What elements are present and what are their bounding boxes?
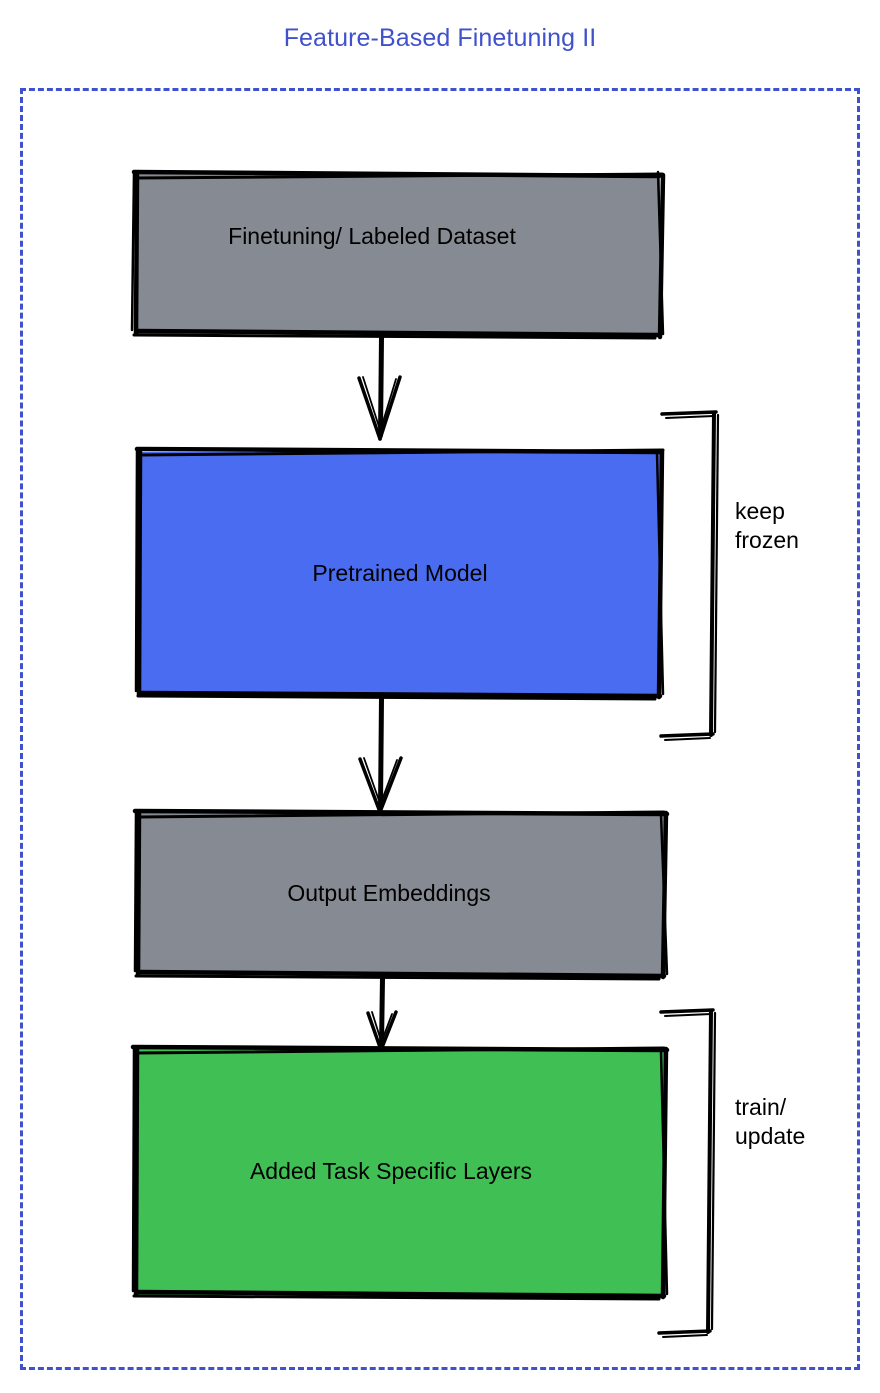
node-finetuning-labeled-dataset[interactable]: Finetuning/ Labeled Dataset — [138, 174, 660, 334]
node-pretrained-model[interactable]: Pretrained Model — [140, 452, 660, 695]
diagram-dashed-frame — [20, 88, 860, 1370]
node-label-pretrained: Pretrained Model — [312, 560, 488, 587]
node-label-embeddings: Output Embeddings — [287, 880, 491, 907]
annotation-keep-frozen: keep frozen — [735, 498, 799, 554]
node-added-task-specific-layers[interactable]: Added Task Specific Layers — [136, 1048, 666, 1295]
node-label-dataset: Finetuning/ Labeled Dataset — [228, 222, 516, 249]
node-output-embeddings[interactable]: Output Embeddings — [138, 812, 666, 975]
annotation-train-update: train/ update — [735, 1094, 806, 1150]
node-label-added: Added Task Specific Layers — [249, 1158, 533, 1185]
page-title: Feature-Based Finetuning II — [283, 24, 597, 52]
